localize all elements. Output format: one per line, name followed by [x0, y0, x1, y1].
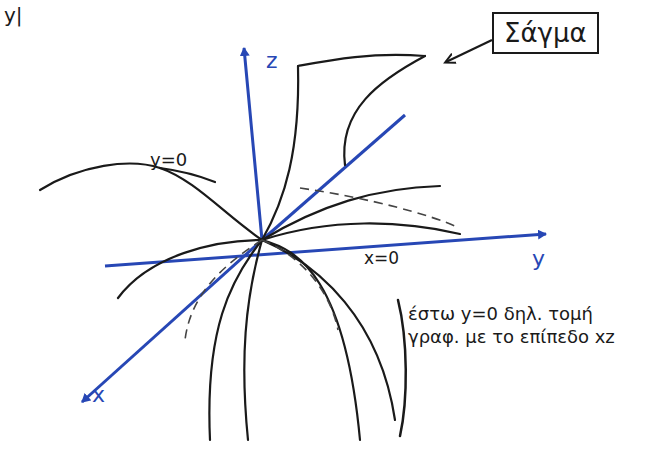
title-box: Σάγμα: [492, 12, 599, 54]
axes: [82, 48, 546, 402]
surface-curves: [40, 55, 460, 440]
axis-label: z: [266, 48, 278, 73]
axis-label: x: [92, 382, 105, 407]
handwritten-note: έστω y=0 δηλ. τομή γραφ. με το επίπεδο x…: [408, 302, 628, 349]
axis-label: y: [532, 246, 545, 271]
leader-arrow: [446, 40, 492, 62]
box-title: Σάγμα: [504, 18, 587, 48]
axis-label: x=0: [364, 249, 399, 269]
axis-label: y|: [4, 4, 23, 27]
axis-label: y=0: [150, 150, 187, 171]
